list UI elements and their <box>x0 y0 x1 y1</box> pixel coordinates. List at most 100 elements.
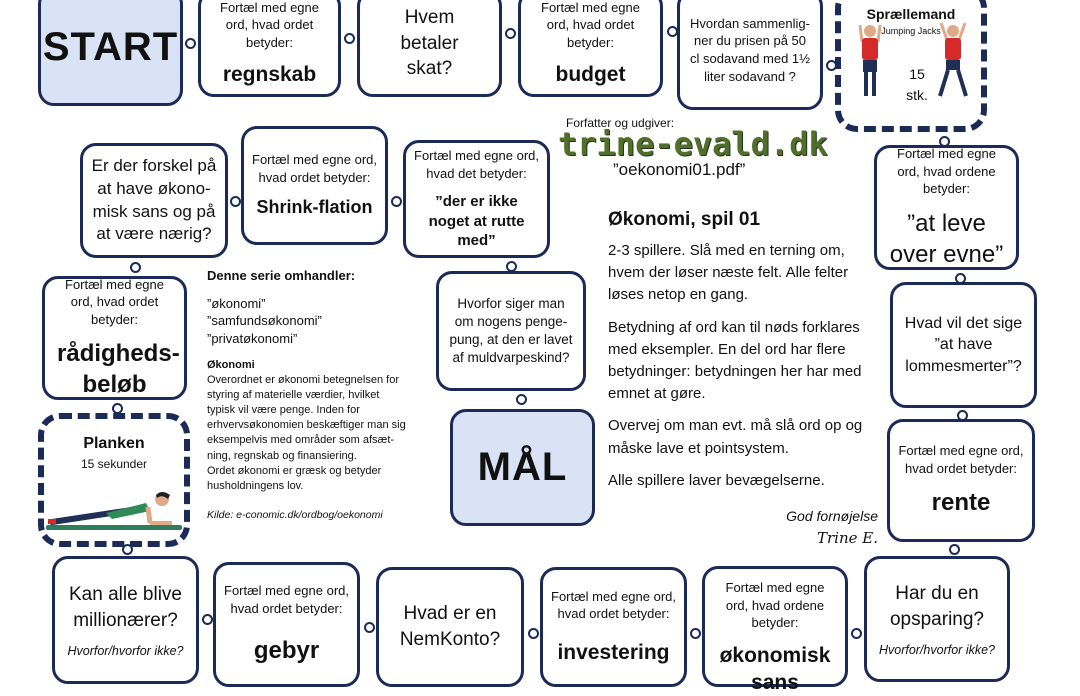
field-question: Hvem betaler skat? <box>400 7 459 80</box>
field-term: gebyr <box>253 637 320 665</box>
field-term: ”der er ikke noget at rutte med” <box>428 193 525 250</box>
field-note: Hvorfor/hvorfor ikke? <box>878 642 995 657</box>
field-gebyr: Fortæl med egne ord, hvad ordet betyder:… <box>213 562 360 687</box>
rules-panel: Økonomi, spil 01 2-3 spillere. Slå med e… <box>608 206 878 549</box>
field-term: Shrink-flation <box>256 197 373 218</box>
field-raadighedsbelob: Fortæl med egne ord, hvad ordet betyder:… <box>42 276 187 400</box>
field-millionaerer: Kan alle blive millionærer? Hvorfor/hvor… <box>52 556 199 684</box>
series-title: Denne serie omhandler: <box>207 268 356 283</box>
field-term: budget <box>555 63 626 87</box>
rules-paragraph: Overvej om man evt. må slå ord op og mås… <box>608 417 863 457</box>
field-lommesmerter: Hvad vil det sige ”at have lommesmerter”… <box>890 282 1037 408</box>
path-connector <box>939 136 950 147</box>
path-connector <box>122 544 133 555</box>
field-prompt: Fortæl med egne ord, hvad ordet betyder: <box>898 443 1024 476</box>
plank-figure-icon <box>46 492 182 530</box>
path-connector <box>506 261 517 272</box>
jumping-jack-figure-icon <box>858 24 882 96</box>
field-prompt: Fortæl med egne ord, hvad ordet betyder: <box>65 276 164 327</box>
path-connector <box>826 60 837 71</box>
jumping-jacks-title: Sprællemand <box>866 6 956 22</box>
field-question: Er der forskel på at have økono-misk san… <box>91 155 217 244</box>
field-okonomisk-sans: Fortæl med egne ord, hvad ordene betyder… <box>702 566 848 694</box>
field-note: Hvorfor/hvorfor ikke? <box>67 643 184 658</box>
path-connector <box>130 262 141 273</box>
jumping-jack-figure-icon <box>938 22 968 97</box>
field-question: Har du en opsparing? <box>889 583 985 630</box>
goal-field: MÅL <box>450 409 595 526</box>
author-logo: trine-evald.dk <box>558 125 828 163</box>
path-connector <box>528 628 539 639</box>
field-sodavand: Hvordan sammenlig-ner du prisen på 50 cl… <box>677 0 823 110</box>
definition-line: styring af materielle værdier, hvilket <box>207 388 380 401</box>
field-shrinkflation: Fortæl med egne ord, hvad ordet betyder:… <box>241 126 388 245</box>
field-term: ”at leve over evne” <box>889 209 1004 268</box>
rules-paragraph: 2-3 spillere. Slå med en terning om, hve… <box>608 242 849 304</box>
series-info: Denne serie omhandler: ”økonomi” ”samfun… <box>207 267 429 523</box>
path-connector <box>851 628 862 639</box>
path-connector <box>690 628 701 639</box>
field-question: Kan alle blive millionærer? <box>68 584 183 631</box>
plank-field: Planken 15 sekunder <box>38 413 190 547</box>
field-question: Hvordan sammenlig-ner du prisen på 50 cl… <box>690 15 810 84</box>
series-topic: ”økonomi” <box>207 295 266 311</box>
rules-title: Økonomi, spil 01 <box>608 209 761 230</box>
field-question: Hvad vil det sige ”at have lommesmerter”… <box>904 314 1023 375</box>
definition-line: typisk vil være penge. Inden for <box>207 404 360 417</box>
definition-line: Overordnet er økonomi betegnelsen for <box>207 373 399 386</box>
jumping-jacks-subtitle: Jumping Jacks <box>881 26 941 36</box>
author-block: Forfatter og udgiver: trine-evald.dk ”oe… <box>558 116 828 180</box>
field-investering: Fortæl med egne ord, hvad ordet betyder:… <box>540 567 687 687</box>
field-at-leve: Fortæl med egne ord, hvad ordene betyder… <box>874 145 1019 270</box>
rules-paragraph: Betydning af ord kan til nøds forklares … <box>608 318 862 403</box>
field-forskel: Er der forskel på at have økono-misk san… <box>80 143 228 258</box>
definition-line: Ordet økonomi er græsk og betyder <box>207 464 382 477</box>
field-prompt: Fortæl med egne ord, hvad ordet betyder: <box>252 152 378 185</box>
plank-title: Planken <box>83 435 145 452</box>
jumping-jacks-field: Sprællemand Jumping Jacks 15 stk. <box>835 0 987 132</box>
field-term: investering <box>557 640 670 664</box>
field-prompt: Fortæl med egne ord, hvad ordet betyder: <box>224 583 350 616</box>
field-prompt: Fortæl med egne ord, hvad ordene betyder… <box>725 580 825 631</box>
path-connector <box>949 544 960 555</box>
plank-duration: 15 sekunder <box>80 457 148 471</box>
path-connector <box>667 26 678 37</box>
path-connector <box>230 196 241 207</box>
path-connector <box>505 28 516 39</box>
path-connector <box>364 622 375 633</box>
author-file: ”oekonomi01.pdf” <box>613 160 746 179</box>
path-connector <box>344 33 355 44</box>
field-nemkonto: Hvad er en NemKonto? <box>376 567 524 687</box>
field-term: rente <box>931 489 991 517</box>
rules-paragraph: Alle spillere laver bevægelserne. <box>608 471 825 489</box>
definition-line: eksempelvis med områder som afsæt- <box>207 434 395 447</box>
path-connector <box>391 196 402 207</box>
rules-signature: Trine E. <box>817 528 878 547</box>
jumping-jacks-count: 15 <box>909 66 925 82</box>
path-connector <box>185 38 196 49</box>
path-connector <box>202 614 213 625</box>
field-muldvarp: Hvorfor siger man om nogens penge-pung, … <box>436 271 586 391</box>
path-connector <box>955 273 966 284</box>
definition-line: erhvervsøkonomien beskæftiger man sig <box>207 419 406 432</box>
start-field: START <box>38 0 183 106</box>
goal-label: MÅL <box>477 445 568 489</box>
definition-line: ning, regnskab og finansiering. <box>207 449 357 462</box>
start-label: START <box>42 24 179 69</box>
field-prompt: Fortæl med egne ord, hvad ordet betyder: <box>551 588 677 622</box>
definition-source: Kilde: e-conomic.dk/ordbog/oekonomi <box>207 509 383 522</box>
field-term: regnskab <box>222 63 317 87</box>
field-rente: Fortæl med egne ord, hvad ordet betyder:… <box>887 419 1035 542</box>
field-prompt: Fortæl med egne ord, hvad ordet betyder: <box>541 0 640 50</box>
definition-title: Økonomi <box>207 358 255 371</box>
author-label: Forfatter og udgiver: <box>566 116 675 130</box>
jumping-jacks-unit: stk. <box>906 87 928 103</box>
field-prompt: Fortæl med egne ord, hvad ordet betyder: <box>220 0 319 50</box>
field-skat: Hvem betaler skat? <box>357 0 502 97</box>
path-connector <box>112 403 123 414</box>
field-regnskab: Fortæl med egne ord, hvad ordet betyder:… <box>198 0 341 97</box>
field-opsparing: Har du en opsparing? Hvorfor/hvorfor ikk… <box>864 556 1010 682</box>
path-connector <box>516 394 527 405</box>
field-term: rådigheds-beløb <box>57 340 180 399</box>
definition-line: husholdningens lov. <box>207 479 304 492</box>
